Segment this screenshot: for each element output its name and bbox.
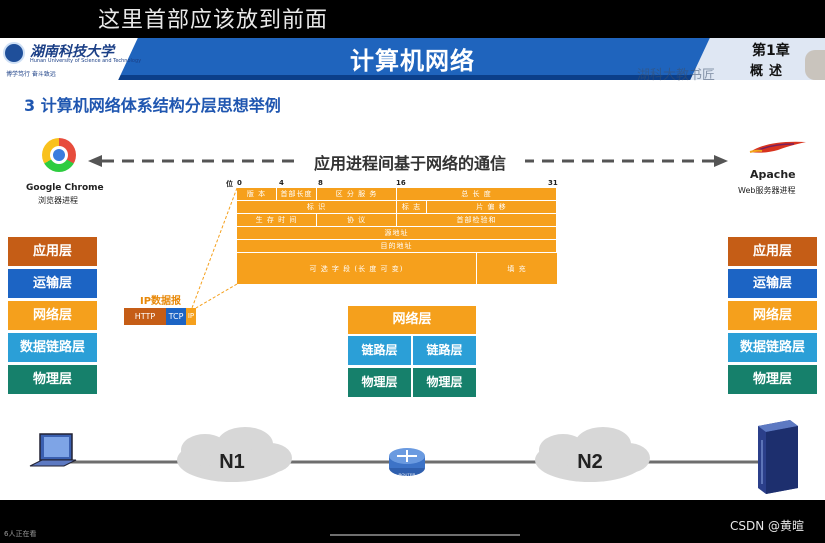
- overlay-caption-text: 这里首部应该放到前面: [98, 8, 329, 33]
- ip-field-padding: 填 充: [507, 264, 527, 273]
- datagram-http: HTTP: [124, 308, 166, 325]
- ip-field-flags: 标 志: [397, 201, 427, 214]
- right-app-desc: Web服务器进程: [738, 186, 796, 195]
- progress-line: [330, 534, 520, 536]
- section-title: 3 计算机网络体系结构分层思想举例: [24, 96, 281, 115]
- chapter-name: 概述: [750, 64, 789, 79]
- left-app-desc: 浏览器进程: [38, 196, 78, 205]
- router-icon: [389, 448, 425, 476]
- layer-application: 应用层: [728, 237, 817, 266]
- university-logo: 湖南科技大学 Hunan University of Science and T…: [0, 38, 141, 80]
- university-seal-icon: [3, 42, 25, 64]
- slide-header: 湖南科技大学 Hunan University of Science and T…: [0, 38, 825, 83]
- ip-field-source-address: 源地址: [237, 227, 557, 240]
- router-link-layer-right: 链路层: [413, 336, 476, 365]
- right-layer-stack: 应用层 运输层 网络层 数据链路层 物理层: [728, 237, 817, 397]
- overlay-caption: 这里首部应该放到前面: [0, 0, 825, 38]
- logo-title: 湖南科技大学: [30, 44, 114, 60]
- bottom-bar: 6人正在看 CSDN @黄暄: [0, 500, 825, 543]
- chapter-number: 第1章: [752, 43, 790, 59]
- router-label: ROUTER: [399, 472, 416, 477]
- logo-subtitle: Hunan University of Science and Technolo…: [30, 58, 142, 64]
- ip-header-table: 版 本 首部长度 区 分 服 务 总 长 度 标 识 标 志 片 偏 移 生 存…: [237, 188, 557, 284]
- server-icon: [758, 420, 798, 494]
- page-title: 计算机网络: [350, 47, 475, 75]
- left-app-name: Google Chrome: [26, 183, 104, 193]
- datagram-label: IP数据报: [140, 296, 182, 307]
- ip-field-checksum: 首部检验和: [397, 214, 557, 227]
- chrome-icon: [42, 138, 76, 172]
- cloud-n1-icon: [177, 427, 292, 482]
- layer-network: 网络层: [728, 301, 817, 330]
- ip-field-header-length: 首部长度: [277, 188, 317, 201]
- layer-physical: 物理层: [8, 365, 97, 394]
- watermark: 湖科大教书匠: [637, 68, 716, 83]
- ip-field-protocol: 协 议: [317, 214, 397, 227]
- layer-datalink: 数据链路层: [728, 333, 817, 362]
- ip-field-ttl: 生 存 时 间: [237, 214, 317, 227]
- layer-application: 应用层: [8, 237, 97, 266]
- ip-field-total-length: 总 长 度: [397, 188, 557, 201]
- layer-transport: 运输层: [8, 269, 97, 298]
- ip-field-dscp: 区 分 服 务: [317, 188, 397, 201]
- cloud-n1-label: N1: [219, 451, 245, 473]
- webcam-overlay: [805, 50, 825, 80]
- datagram-ip: IP: [186, 308, 196, 325]
- bit-position: 4: [279, 179, 284, 187]
- bit-position: 31: [548, 179, 558, 187]
- router-physical-layer-left: 物理层: [348, 368, 411, 397]
- cloud-n2-icon: [535, 427, 650, 482]
- ip-field-fragment-offset: 片 偏 移: [427, 201, 557, 214]
- bit-label: 位: [226, 180, 233, 188]
- left-layer-stack: 应用层 运输层 网络层 数据链路层 物理层: [8, 237, 97, 397]
- right-app-name: Apache: [750, 168, 796, 181]
- network-topology: N1 ROUTER N2: [29, 420, 798, 494]
- credit-text: CSDN @黄暄: [730, 519, 805, 533]
- datagram-tcp: TCP: [166, 308, 186, 325]
- router-link-layer-left: 链路层: [348, 336, 411, 365]
- bit-position: 0: [237, 179, 242, 187]
- router-physical-layer-right: 物理层: [413, 368, 476, 397]
- ip-field-identification: 标 识: [237, 201, 397, 214]
- datagram-expand-lines: [191, 187, 238, 309]
- cloud-n2-label: N2: [577, 451, 603, 473]
- apache-feather-icon: [749, 141, 806, 153]
- layer-physical: 物理层: [728, 365, 817, 394]
- logo-motto: 博学笃行 奋斗致远: [6, 71, 56, 78]
- ip-field-destination-address: 目的地址: [237, 240, 557, 253]
- ip-field-version: 版 本: [237, 188, 277, 201]
- laptop-icon: [29, 433, 77, 467]
- layer-network: 网络层: [8, 301, 97, 330]
- ip-field-options: 可 选 字 段 (长 度 可 变): [237, 253, 477, 284]
- communication-label: 应用进程间基于网络的通信: [295, 150, 525, 174]
- viewer-count: 6人正在看: [4, 530, 37, 538]
- layer-datalink: 数据链路层: [8, 333, 97, 362]
- bit-position: 8: [318, 179, 323, 187]
- layer-transport: 运输层: [728, 269, 817, 298]
- bit-position: 16: [396, 179, 406, 187]
- router-network-layer: 网络层: [348, 306, 476, 334]
- slide: 湖南科技大学 Hunan University of Science and T…: [0, 38, 825, 500]
